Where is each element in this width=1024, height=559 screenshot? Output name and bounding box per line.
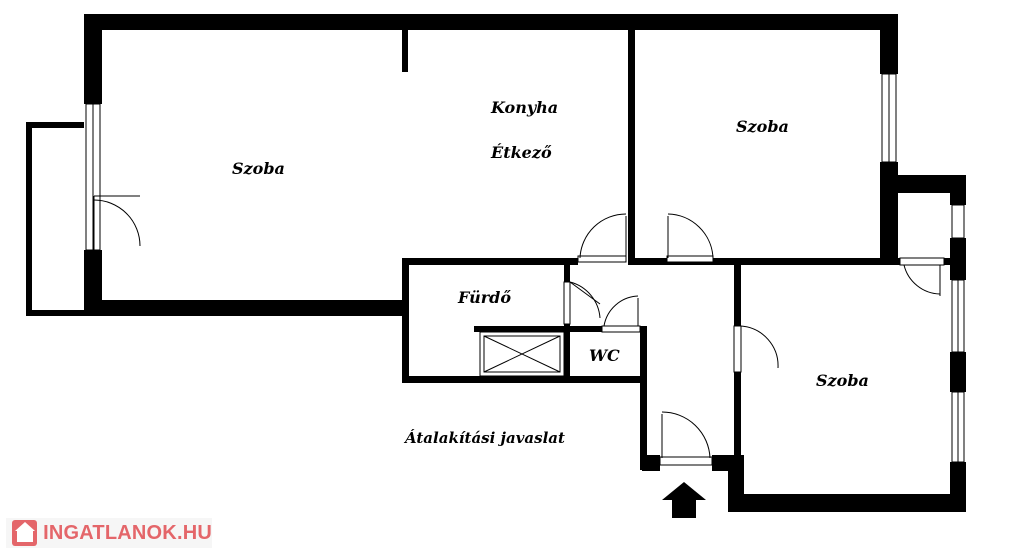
doors <box>93 195 945 466</box>
door-balcony <box>93 195 141 250</box>
bathtub <box>479 331 565 377</box>
label-wc: WC <box>589 346 620 365</box>
label-kitchen: Konyha <box>490 98 558 117</box>
door-room-north-east <box>666 213 714 263</box>
entrance-arrow-icon <box>662 482 706 518</box>
door-right-side <box>899 257 945 296</box>
label-living-room: Szoba <box>232 159 285 178</box>
door-room-south-east <box>733 325 779 373</box>
door-bathroom <box>563 281 601 325</box>
door-entrance <box>659 411 713 466</box>
window-right-se-1 <box>951 204 965 239</box>
balcony <box>26 122 84 316</box>
watermark-text: INGATLANOK.HU <box>43 521 212 544</box>
label-bathroom: Fürdő <box>457 288 511 307</box>
watermark: INGATLANOK.HU <box>6 518 212 548</box>
house-logo-icon <box>12 520 38 546</box>
label-room-north-east: Szoba <box>736 117 789 136</box>
label-room-south-east: Szoba <box>816 371 869 390</box>
door-kitchen <box>577 213 627 263</box>
caption: Átalakítási javaslat <box>403 429 565 447</box>
door-wc <box>601 295 641 333</box>
label-dining: Étkező <box>490 142 552 162</box>
windows <box>85 73 965 463</box>
